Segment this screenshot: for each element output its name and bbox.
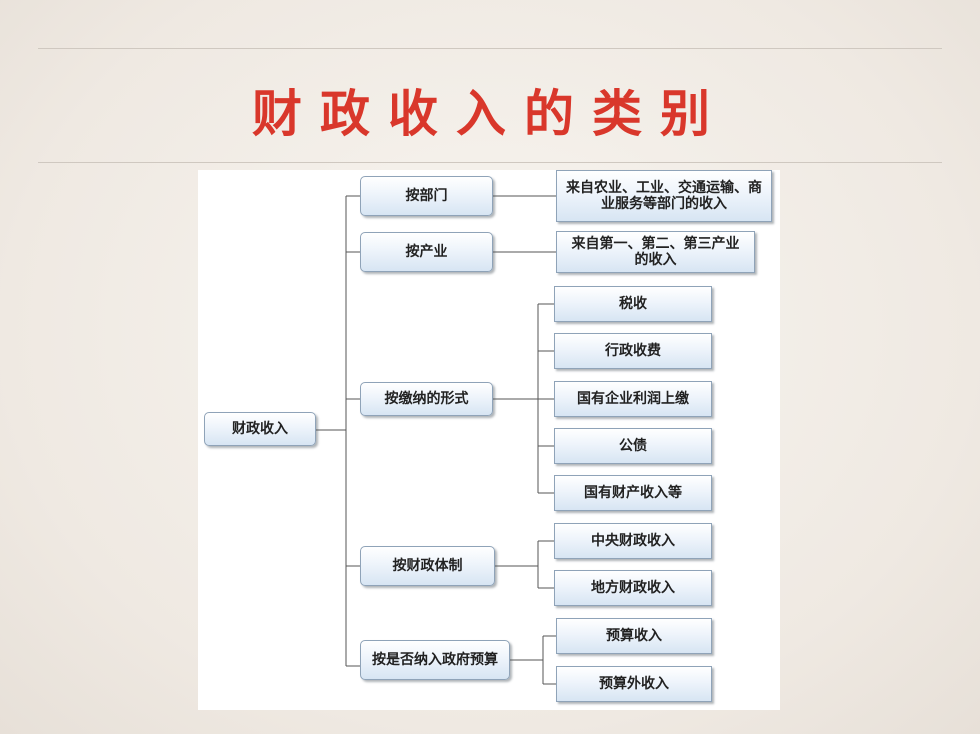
- leaf-node: 来自第一、第二、第三产业的收入: [556, 231, 755, 273]
- category-node: 按产业: [360, 232, 493, 272]
- leaf-node: 预算收入: [556, 618, 712, 654]
- leaf-node: 国有财产收入等: [554, 475, 712, 511]
- category-node: 按财政体制: [360, 546, 495, 586]
- title-underline-rule: [38, 162, 942, 163]
- leaf-node: 公债: [554, 428, 712, 464]
- top-rule: [38, 48, 942, 49]
- leaf-node: 地方财政收入: [554, 570, 712, 606]
- category-node: 按是否纳入政府预算: [360, 640, 510, 680]
- leaf-node: 行政收费: [554, 333, 712, 369]
- category-node: 按部门: [360, 176, 493, 216]
- connector-lines: [316, 195, 556, 685]
- category-node: 按缴纳的形式: [360, 382, 493, 416]
- slide-title: 财政收入的类别: [252, 84, 728, 143]
- leaf-node: 中央财政收入: [554, 523, 712, 559]
- leaf-node: 来自农业、工业、交通运输、商业服务等部门的收入: [556, 170, 772, 222]
- diagram-panel: 财政收入 按部门 按产业 按缴纳的形式 按财政体制 按是否纳入政府预算 来自农业…: [198, 170, 780, 710]
- leaf-node: 国有企业利润上缴: [554, 381, 712, 417]
- leaf-node: 税收: [554, 286, 712, 322]
- leaf-node: 预算外收入: [556, 666, 712, 702]
- root-node: 财政收入: [204, 412, 316, 446]
